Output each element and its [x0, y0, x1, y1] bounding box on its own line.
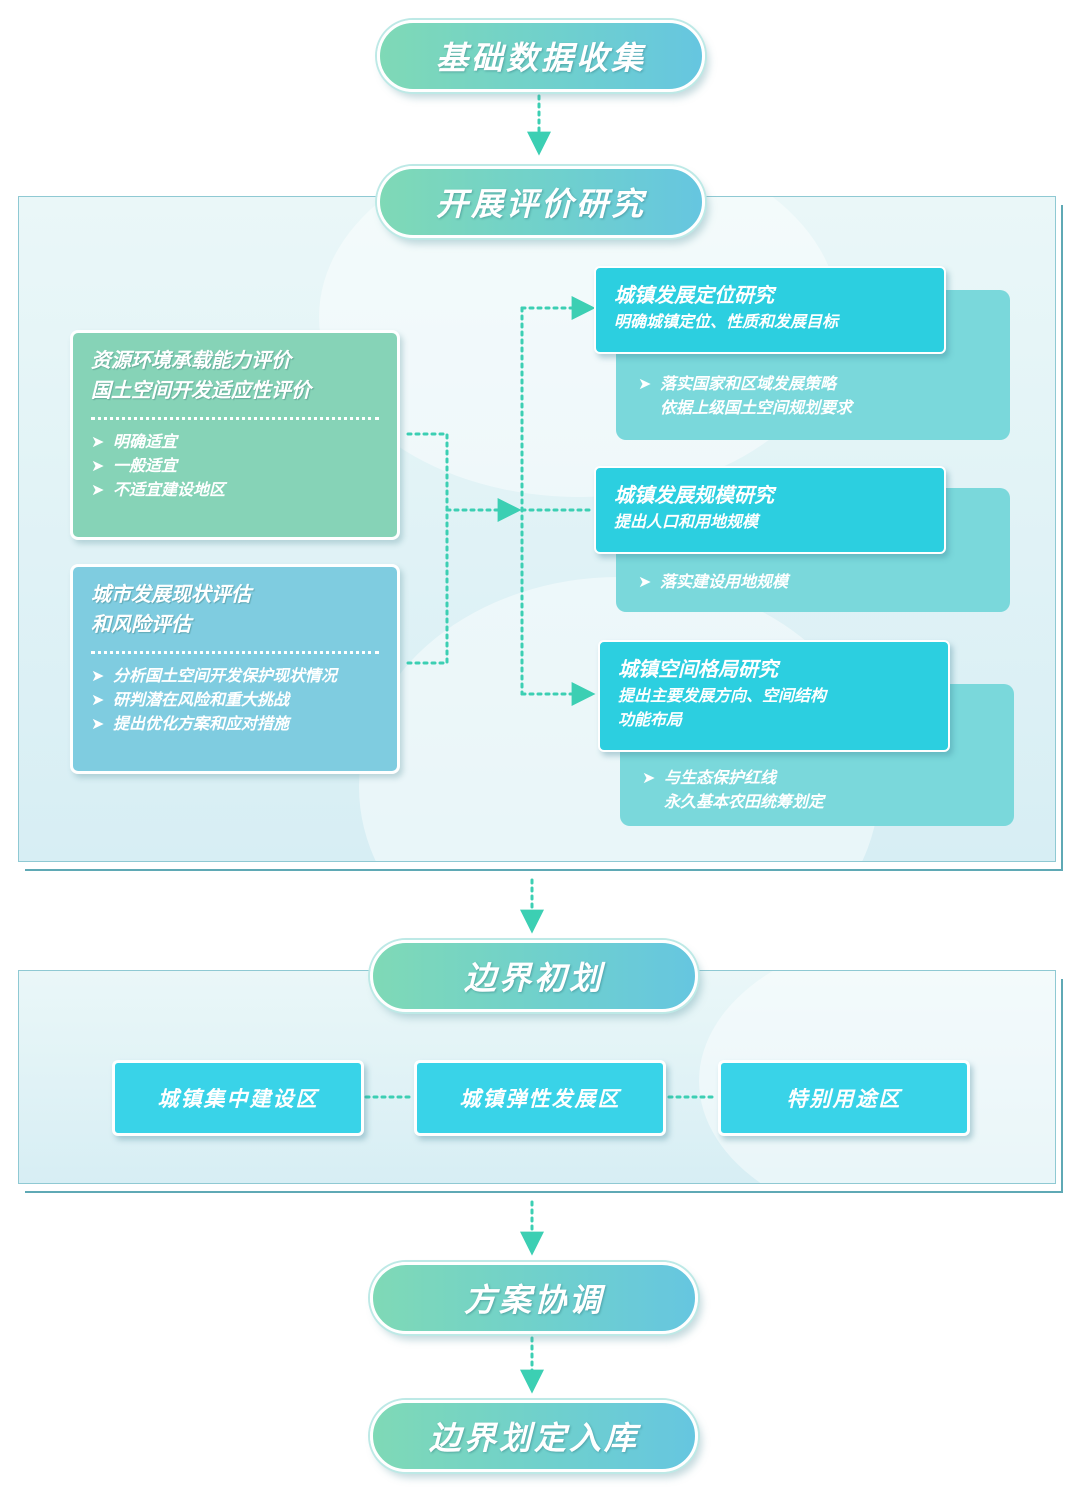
arrow-bullet-icon: ➤ [91, 456, 105, 475]
zone-centralized-construction: 城镇集中建设区 [112, 1060, 364, 1136]
step-label: 方案协调 [463, 1281, 604, 1319]
research-topic-card: 城镇发展规模研究 提出人口和用地规模 [594, 466, 946, 554]
step-boundary-archive: 边界划定入库 [370, 1400, 698, 1472]
step-collect-data: 基础数据收集 [377, 20, 705, 92]
list-item: 永久基本农田统筹划定 [664, 792, 825, 811]
arrow-bullet-icon: ➤ [91, 690, 105, 709]
list-item: ➤落实国家和区域发展策略 [638, 372, 852, 396]
step-evaluation-research: 开展评价研究 [377, 166, 705, 238]
list-item: ➤明确适宜 [91, 430, 379, 454]
list-item: ➤提出优化方案和应对措施 [91, 712, 379, 736]
arrow-bullet-icon: ➤ [642, 768, 656, 787]
step-initial-boundary: 边界初划 [370, 940, 698, 1012]
zone-special-use: 特别用途区 [718, 1060, 970, 1136]
step-label: 开展评价研究 [435, 185, 646, 223]
list-item: ➤一般适宜 [91, 454, 379, 478]
topic-subtitle: 明确城镇定位、性质和发展目标 [614, 312, 839, 331]
research-topic-card: 城镇空间格局研究 提出主要发展方向、空间结构 功能布局 [598, 640, 950, 752]
list-item: ➤与生态保护红线 [642, 766, 824, 790]
topic-subtitle: 提出主要发展方向、空间结构 [618, 686, 827, 705]
zone-flexible-development: 城镇弹性发展区 [414, 1060, 666, 1136]
list-item: ➤落实建设用地规模 [638, 570, 788, 594]
arrow-bullet-icon: ➤ [638, 572, 652, 591]
list-item: ➤研判潜在风险和重大挑战 [91, 688, 379, 712]
step-label: 基础数据收集 [435, 39, 646, 77]
topic-title: 城镇发展定位研究 [614, 283, 774, 307]
topic-subtitle: 提出人口和用地规模 [614, 512, 759, 531]
arrow-bullet-icon: ➤ [91, 480, 105, 499]
dotted-divider [91, 651, 379, 654]
arrow-bullet-icon: ➤ [638, 374, 652, 393]
step-label: 边界初划 [463, 959, 604, 997]
topic-title: 城镇发展规模研究 [614, 483, 774, 507]
arrow-bullet-icon: ➤ [91, 714, 105, 733]
card-title: 国土空间开发适应性评价 [91, 378, 311, 402]
card-title: 资源环境承载能力评价 [91, 348, 291, 372]
arrow-bullet-icon: ➤ [91, 666, 105, 685]
research-topic-card: 城镇发展定位研究 明确城镇定位、性质和发展目标 [594, 266, 946, 354]
list-item: ➤不适宜建设地区 [91, 478, 379, 502]
topic-subtitle: 功能布局 [618, 710, 683, 729]
evaluation-input-card: 资源环境承载能力评价 国土空间开发适应性评价 ➤明确适宜 ➤一般适宜 ➤不适宜建… [70, 330, 400, 540]
arrow-bullet-icon: ➤ [91, 432, 105, 451]
step-plan-coordination: 方案协调 [370, 1262, 698, 1334]
topic-title: 城镇空间格局研究 [618, 657, 778, 681]
list-item: ➤分析国土空间开发保护现状情况 [91, 664, 379, 688]
evaluation-input-card: 城市发展现状评估 和风险评估 ➤分析国土空间开发保护现状情况 ➤研判潜在风险和重… [70, 564, 400, 774]
connector-input1 [406, 432, 449, 665]
card-title: 城市发展现状评估 [91, 582, 251, 606]
dotted-divider [91, 417, 379, 420]
list-item: 依据上级国土空间规划要求 [660, 398, 853, 417]
card-title: 和风险评估 [91, 612, 191, 636]
step-label: 边界划定入库 [428, 1419, 639, 1457]
